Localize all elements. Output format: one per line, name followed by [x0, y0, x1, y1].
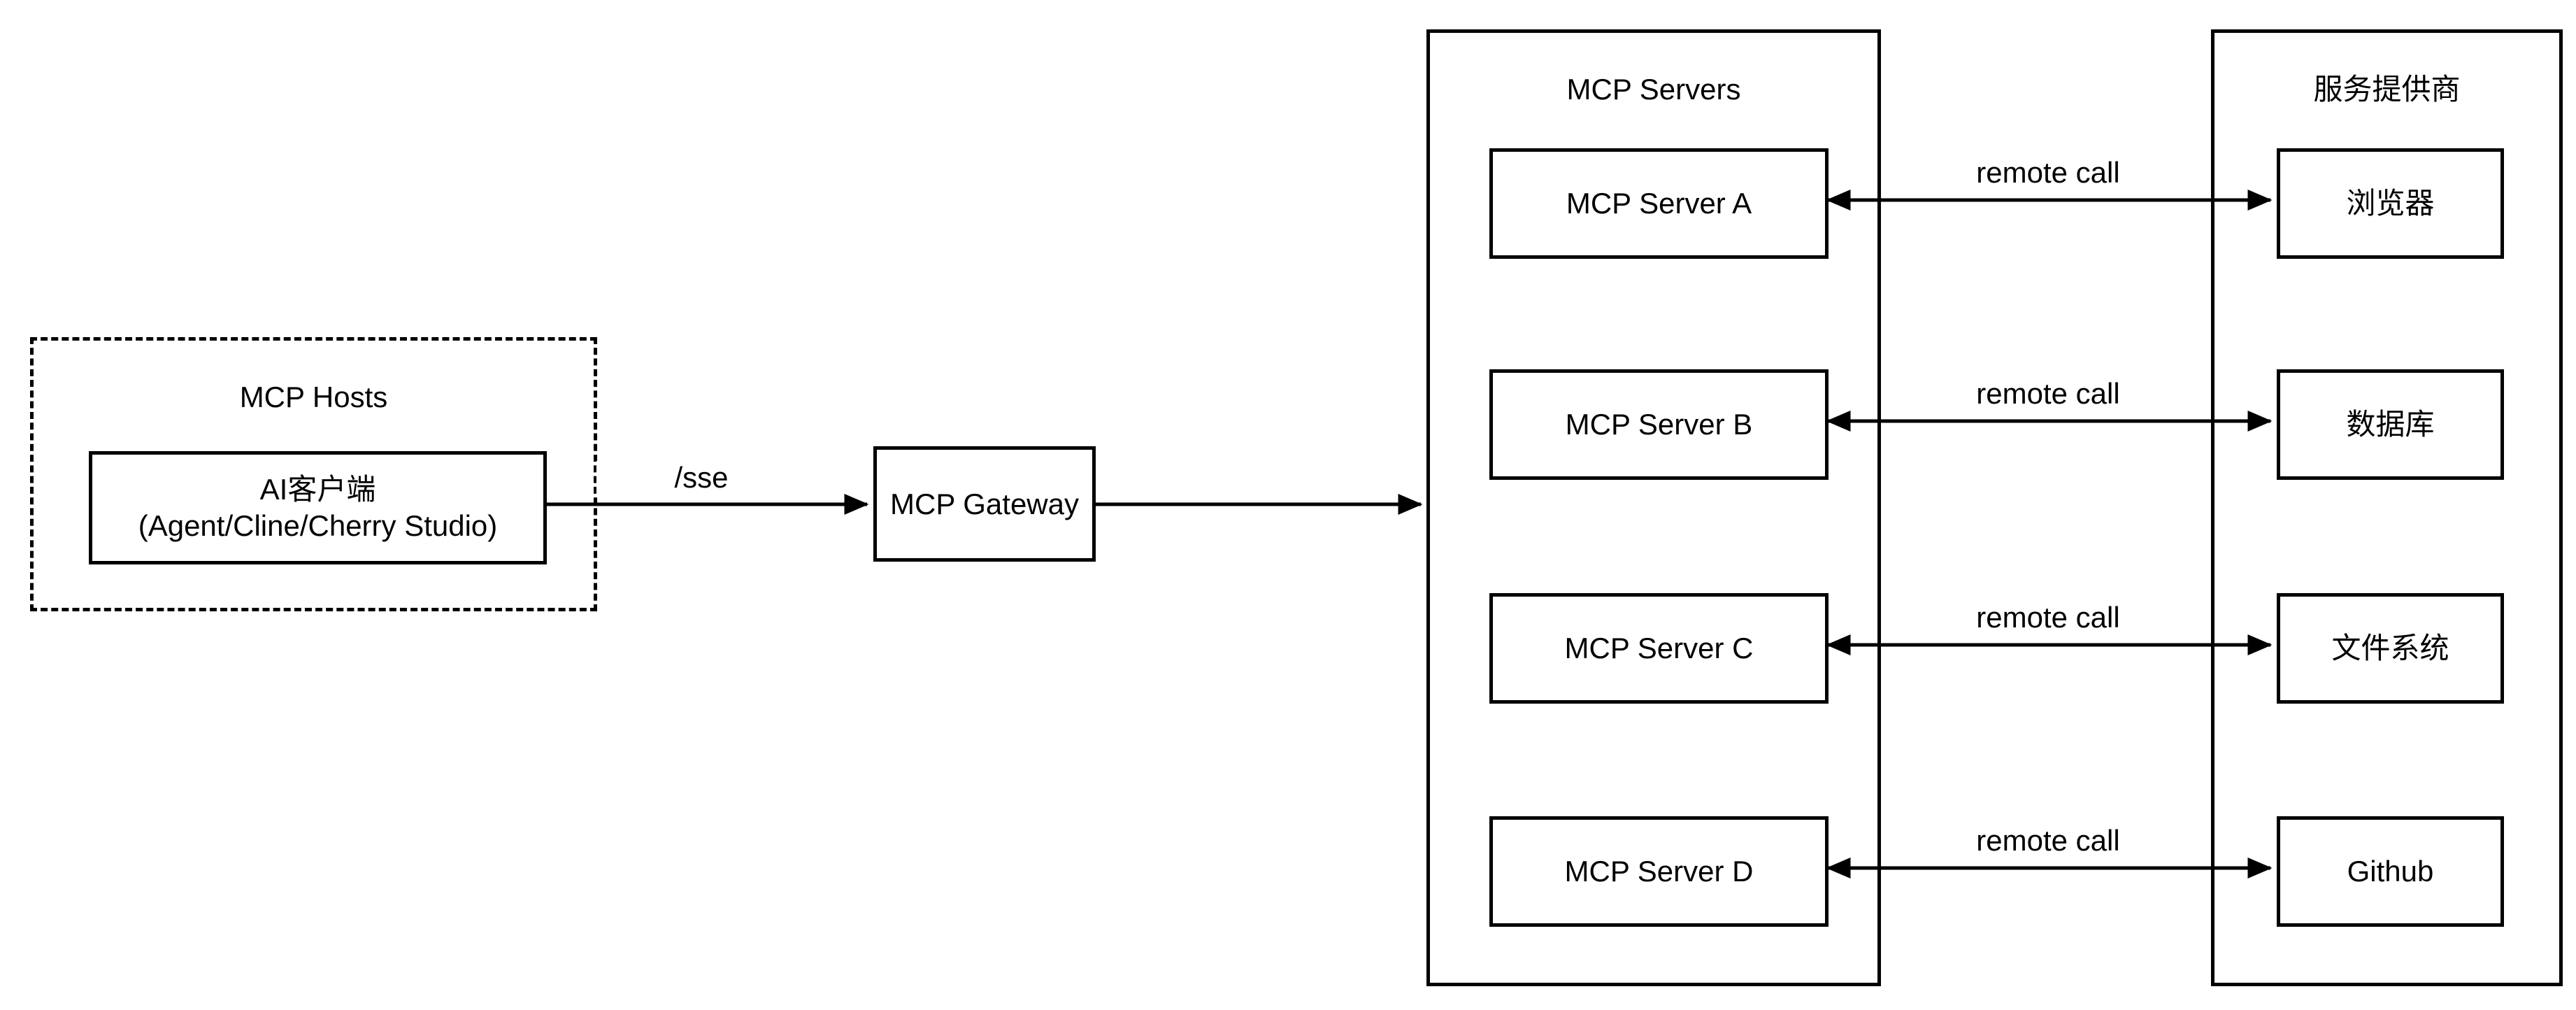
mcp-servers-group: MCP Servers MCP Server A MCP Server B MC… [1426, 29, 1881, 986]
mcp-server-c-node: MCP Server C [1489, 593, 1829, 704]
mcp-server-a-node: MCP Server A [1489, 148, 1829, 259]
service-providers-group-title: 服务提供商 [2313, 73, 2461, 106]
github-node: Github [2277, 816, 2504, 927]
database-node: 数据库 [2277, 369, 2504, 480]
sse-edge-label: /sse [596, 461, 806, 495]
mcp-server-d-node: MCP Server D [1489, 816, 1829, 927]
service-providers-group: 服务提供商 浏览器 数据库 文件系统 Github [2211, 29, 2563, 986]
mcp-servers-group-title: MCP Servers [1566, 73, 1741, 106]
mcp-hosts-group: MCP Hosts AI客户端 (Agent/Cline/Cherry Stud… [30, 337, 597, 611]
ai-client-node: AI客户端 (Agent/Cline/Cherry Studio) [89, 451, 547, 564]
remote-call-label-a: remote call [1908, 156, 2188, 190]
mcp-hosts-group-title: MCP Hosts [239, 380, 388, 413]
browser-node: 浏览器 [2277, 148, 2504, 259]
remote-call-label-b: remote call [1908, 377, 2188, 411]
remote-call-label-c: remote call [1908, 601, 2188, 634]
ai-client-label-line1: AI客户端 [259, 473, 376, 506]
filesystem-node: 文件系统 [2277, 593, 2504, 704]
mcp-server-b-node: MCP Server B [1489, 369, 1829, 480]
mcp-gateway-node: MCP Gateway [873, 446, 1096, 562]
remote-call-label-d: remote call [1908, 824, 2188, 858]
ai-client-label-line2: (Agent/Cline/Cherry Studio) [138, 509, 498, 542]
